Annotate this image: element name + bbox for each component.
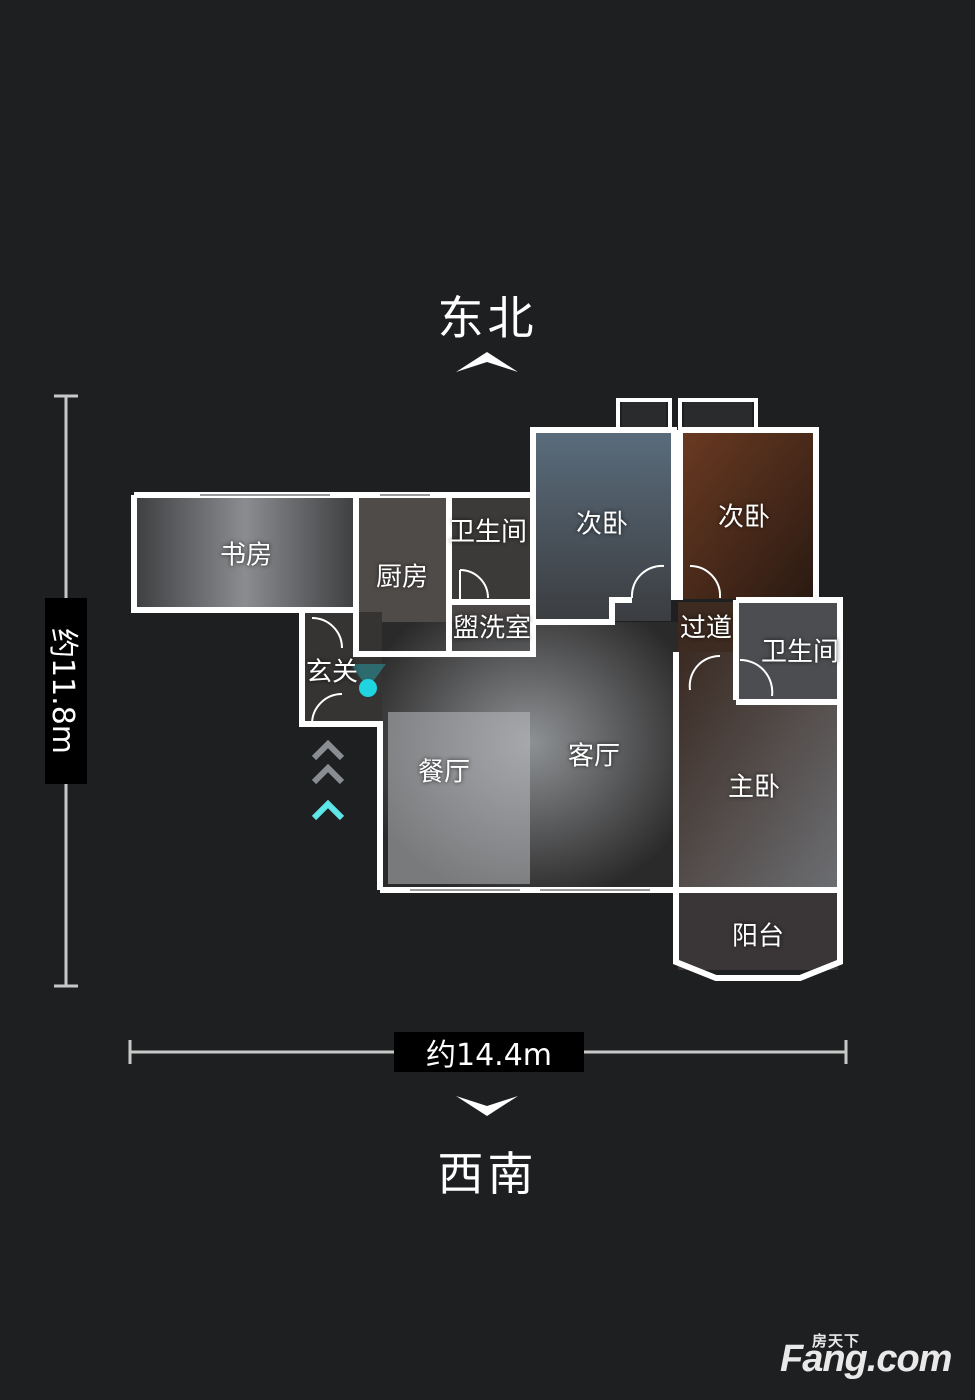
- corridor-floor: [678, 602, 734, 652]
- balcony-floor: [678, 890, 838, 970]
- current-position-marker[interactable]: [350, 664, 386, 697]
- room-label-balcony[interactable]: 阳台: [731, 921, 785, 952]
- room-label-master-bedroom[interactable]: 主卧: [727, 772, 781, 803]
- watermark-en-text: Fang.com: [780, 1338, 952, 1380]
- room-label-living[interactable]: 客厅: [567, 741, 621, 772]
- bathroom-a-floor: [449, 497, 531, 602]
- study-floor: [135, 497, 355, 610]
- walls: [131, 398, 843, 981]
- room-label-bathroom-b[interactable]: 卫生间: [760, 637, 840, 668]
- bedroom-2a-floor: [533, 431, 671, 621]
- width-dimension-label: 约14.4m: [394, 1032, 584, 1073]
- room-label-study[interactable]: 书房: [219, 540, 273, 571]
- chevron-up-icon[interactable]: [454, 348, 520, 374]
- height-dimension-label: 约11.8m: [45, 598, 87, 784]
- room-label-dining[interactable]: 餐厅: [417, 757, 471, 788]
- dining-shelves: [388, 712, 530, 884]
- orientation-south-label: 西南: [437, 1147, 538, 1201]
- room-label-bedroom-2a[interactable]: 次卧: [575, 509, 629, 540]
- chevron-down-icon[interactable]: [454, 1094, 520, 1120]
- room-label-entrance[interactable]: 玄关: [305, 657, 359, 688]
- orientation-north-label: 东北: [437, 291, 538, 345]
- bedroom-2b-floor: [681, 431, 813, 599]
- watermark-cn-text: 房天下: [812, 1332, 861, 1350]
- entrance-floor: [300, 612, 382, 724]
- entry-direction-arrows: [311, 739, 345, 821]
- room-label-kitchen[interactable]: 厨房: [375, 562, 429, 593]
- windows: [200, 494, 650, 891]
- room-label-corridor[interactable]: 过道: [679, 613, 733, 644]
- room-label-bedroom-2b[interactable]: 次卧: [717, 502, 771, 533]
- room-fills: [135, 402, 838, 970]
- fang-com-watermark: 房天下 Fang.com: [780, 1330, 960, 1390]
- room-label-washroom[interactable]: 盥洗室: [452, 613, 532, 644]
- door-swings: [311, 564, 774, 725]
- room-label-bathroom-a[interactable]: 卫生间: [448, 517, 528, 548]
- bathroom-b-floor: [736, 600, 838, 702]
- height-dimension-line: [54, 394, 78, 988]
- width-dimension-line: [128, 1040, 848, 1064]
- height-dimension-text: 约11.8m: [45, 627, 80, 755]
